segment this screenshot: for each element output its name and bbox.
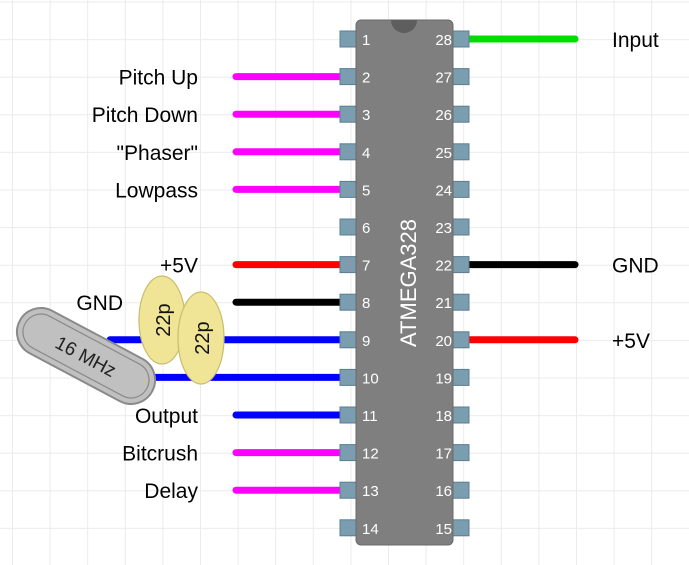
pin-number-16: 16 xyxy=(435,483,452,500)
pin-number-7: 7 xyxy=(362,258,370,275)
pin-number-1: 1 xyxy=(362,32,370,49)
pin-pad-16[interactable] xyxy=(451,481,470,499)
pin-pad-9[interactable] xyxy=(339,331,358,349)
pin-pad-13[interactable] xyxy=(339,481,358,499)
pin-number-28: 28 xyxy=(435,32,452,49)
pin-number-19: 19 xyxy=(435,370,452,387)
chip-notch xyxy=(391,20,417,33)
pin-pad-14[interactable] xyxy=(339,519,358,537)
atmega328-chip[interactable]: 1234567891011121314282726252423222120191… xyxy=(339,19,470,546)
pin-pad-25[interactable] xyxy=(451,143,470,161)
pin-number-22: 22 xyxy=(435,258,452,275)
pin-numbers: 1234567891011121314282726252423222120191… xyxy=(362,32,452,538)
pin-pad-12[interactable] xyxy=(339,444,358,462)
pin-pad-7[interactable] xyxy=(339,256,358,274)
pin-number-11: 11 xyxy=(362,408,378,425)
wire-label-pin-13: Delay xyxy=(144,480,198,503)
pin-pad-20[interactable] xyxy=(451,331,470,349)
pin-pad-5[interactable] xyxy=(339,180,358,198)
pin-number-26: 26 xyxy=(435,107,452,124)
wire-label-pin-22: GND xyxy=(612,255,659,278)
pin-pad-10[interactable] xyxy=(339,368,358,386)
pin-number-4: 4 xyxy=(362,145,370,162)
pin-number-2: 2 xyxy=(362,70,370,87)
pin-number-20: 20 xyxy=(435,333,452,350)
pin-number-24: 24 xyxy=(435,182,452,199)
pin-number-17: 17 xyxy=(435,446,452,463)
wire-label-pin-7: +5V xyxy=(160,255,198,278)
pin-pad-15[interactable] xyxy=(451,519,470,537)
pin-pad-23[interactable] xyxy=(451,218,470,236)
pin-number-25: 25 xyxy=(435,145,452,162)
pin-pad-11[interactable] xyxy=(339,406,358,424)
pin-pad-3[interactable] xyxy=(339,105,358,123)
pin-number-9: 9 xyxy=(362,333,370,350)
pin-pads xyxy=(339,30,470,537)
pin-pad-1[interactable] xyxy=(339,30,358,48)
pin-pad-4[interactable] xyxy=(339,143,358,161)
pin-pad-17[interactable] xyxy=(451,444,470,462)
pin-pad-24[interactable] xyxy=(451,180,470,198)
wire-label-pin-12: Bitcrush xyxy=(122,443,198,466)
wire-label-pin-8: GND xyxy=(76,292,123,315)
pin-pad-19[interactable] xyxy=(451,368,470,386)
pin-number-23: 23 xyxy=(435,220,452,237)
capacitor-1-label: 22p xyxy=(153,303,175,336)
capacitor-1[interactable]: 22p xyxy=(138,275,186,365)
pin-number-21: 21 xyxy=(435,295,452,312)
pin-pad-6[interactable] xyxy=(339,218,358,236)
pin-pad-21[interactable] xyxy=(451,293,470,311)
chip-name: ATMEGA328 xyxy=(396,219,421,347)
pin-pad-8[interactable] xyxy=(339,293,358,311)
pin-pad-22[interactable] xyxy=(451,256,470,274)
pin-number-8: 8 xyxy=(362,295,370,312)
pin-pad-27[interactable] xyxy=(451,68,470,86)
wire-label-pin-11: Output xyxy=(135,405,198,428)
wire-label-pin-2: Pitch Up xyxy=(119,67,198,90)
wire-label-pin-3: Pitch Down xyxy=(92,104,198,127)
pin-pad-18[interactable] xyxy=(451,406,470,424)
pin-number-13: 13 xyxy=(362,483,379,500)
pin-number-6: 6 xyxy=(362,220,370,237)
labels: Pitch Up Pitch Down "Phaser" Lowpass +5V GND O… xyxy=(76,29,659,503)
capacitor-2[interactable]: 22p xyxy=(177,291,225,385)
pin-number-3: 3 xyxy=(362,107,370,124)
pin-pad-2[interactable] xyxy=(339,68,358,86)
wire-label-pin-5: Lowpass xyxy=(115,179,198,202)
pin-number-15: 15 xyxy=(435,521,452,538)
pin-pad-28[interactable] xyxy=(451,30,470,48)
pin-number-10: 10 xyxy=(362,370,379,387)
pin-number-12: 12 xyxy=(362,446,379,463)
pin-number-5: 5 xyxy=(362,182,370,199)
pin-number-27: 27 xyxy=(435,70,452,87)
pin-pad-26[interactable] xyxy=(451,105,470,123)
pin-number-18: 18 xyxy=(435,408,452,425)
wire-label-pin-20: +5V xyxy=(612,330,650,353)
capacitor-2-label: 22p xyxy=(192,321,214,354)
wire-label-pin-28: Input xyxy=(612,29,659,52)
wire-label-pin-4: "Phaser" xyxy=(117,142,198,165)
pin-number-14: 14 xyxy=(362,521,379,538)
